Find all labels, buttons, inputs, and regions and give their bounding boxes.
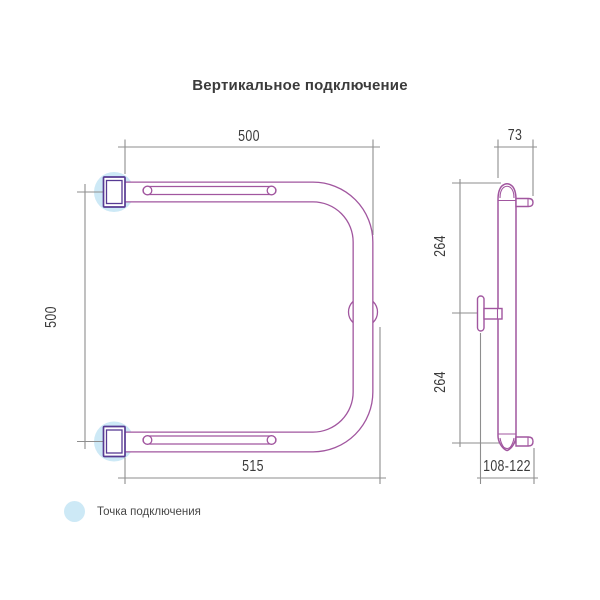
towel-bar-bottom — [142, 435, 277, 445]
wall-bracket — [476, 295, 503, 332]
dim-height-left: 500 — [43, 306, 60, 328]
dim-width-top: 500 — [238, 128, 260, 145]
towel-bar-top — [142, 185, 277, 196]
dim-width-bottom: 515 — [242, 458, 264, 475]
fitting-nut-top — [102, 176, 126, 208]
legend-label: Точка подключения — [97, 505, 201, 518]
dim-depth-top: 73 — [507, 127, 523, 144]
dim-height-lower: 264 — [432, 371, 449, 393]
front-view — [77, 139, 386, 484]
tube-body — [124, 181, 374, 453]
page-title: Вертикальное подключение — [192, 77, 408, 94]
side-rail-bottom — [515, 436, 534, 447]
dim-wall-offset: 108-122 — [483, 458, 531, 475]
front-dimension-lines — [77, 139, 386, 484]
side-rail-top — [515, 197, 534, 208]
side-view — [452, 139, 538, 484]
connection-point-icon — [64, 501, 85, 522]
fitting-nut-bottom — [102, 425, 126, 458]
legend: Точка подключения — [64, 501, 201, 522]
side-dimension-lines — [452, 139, 538, 484]
dim-height-upper: 264 — [432, 235, 449, 257]
